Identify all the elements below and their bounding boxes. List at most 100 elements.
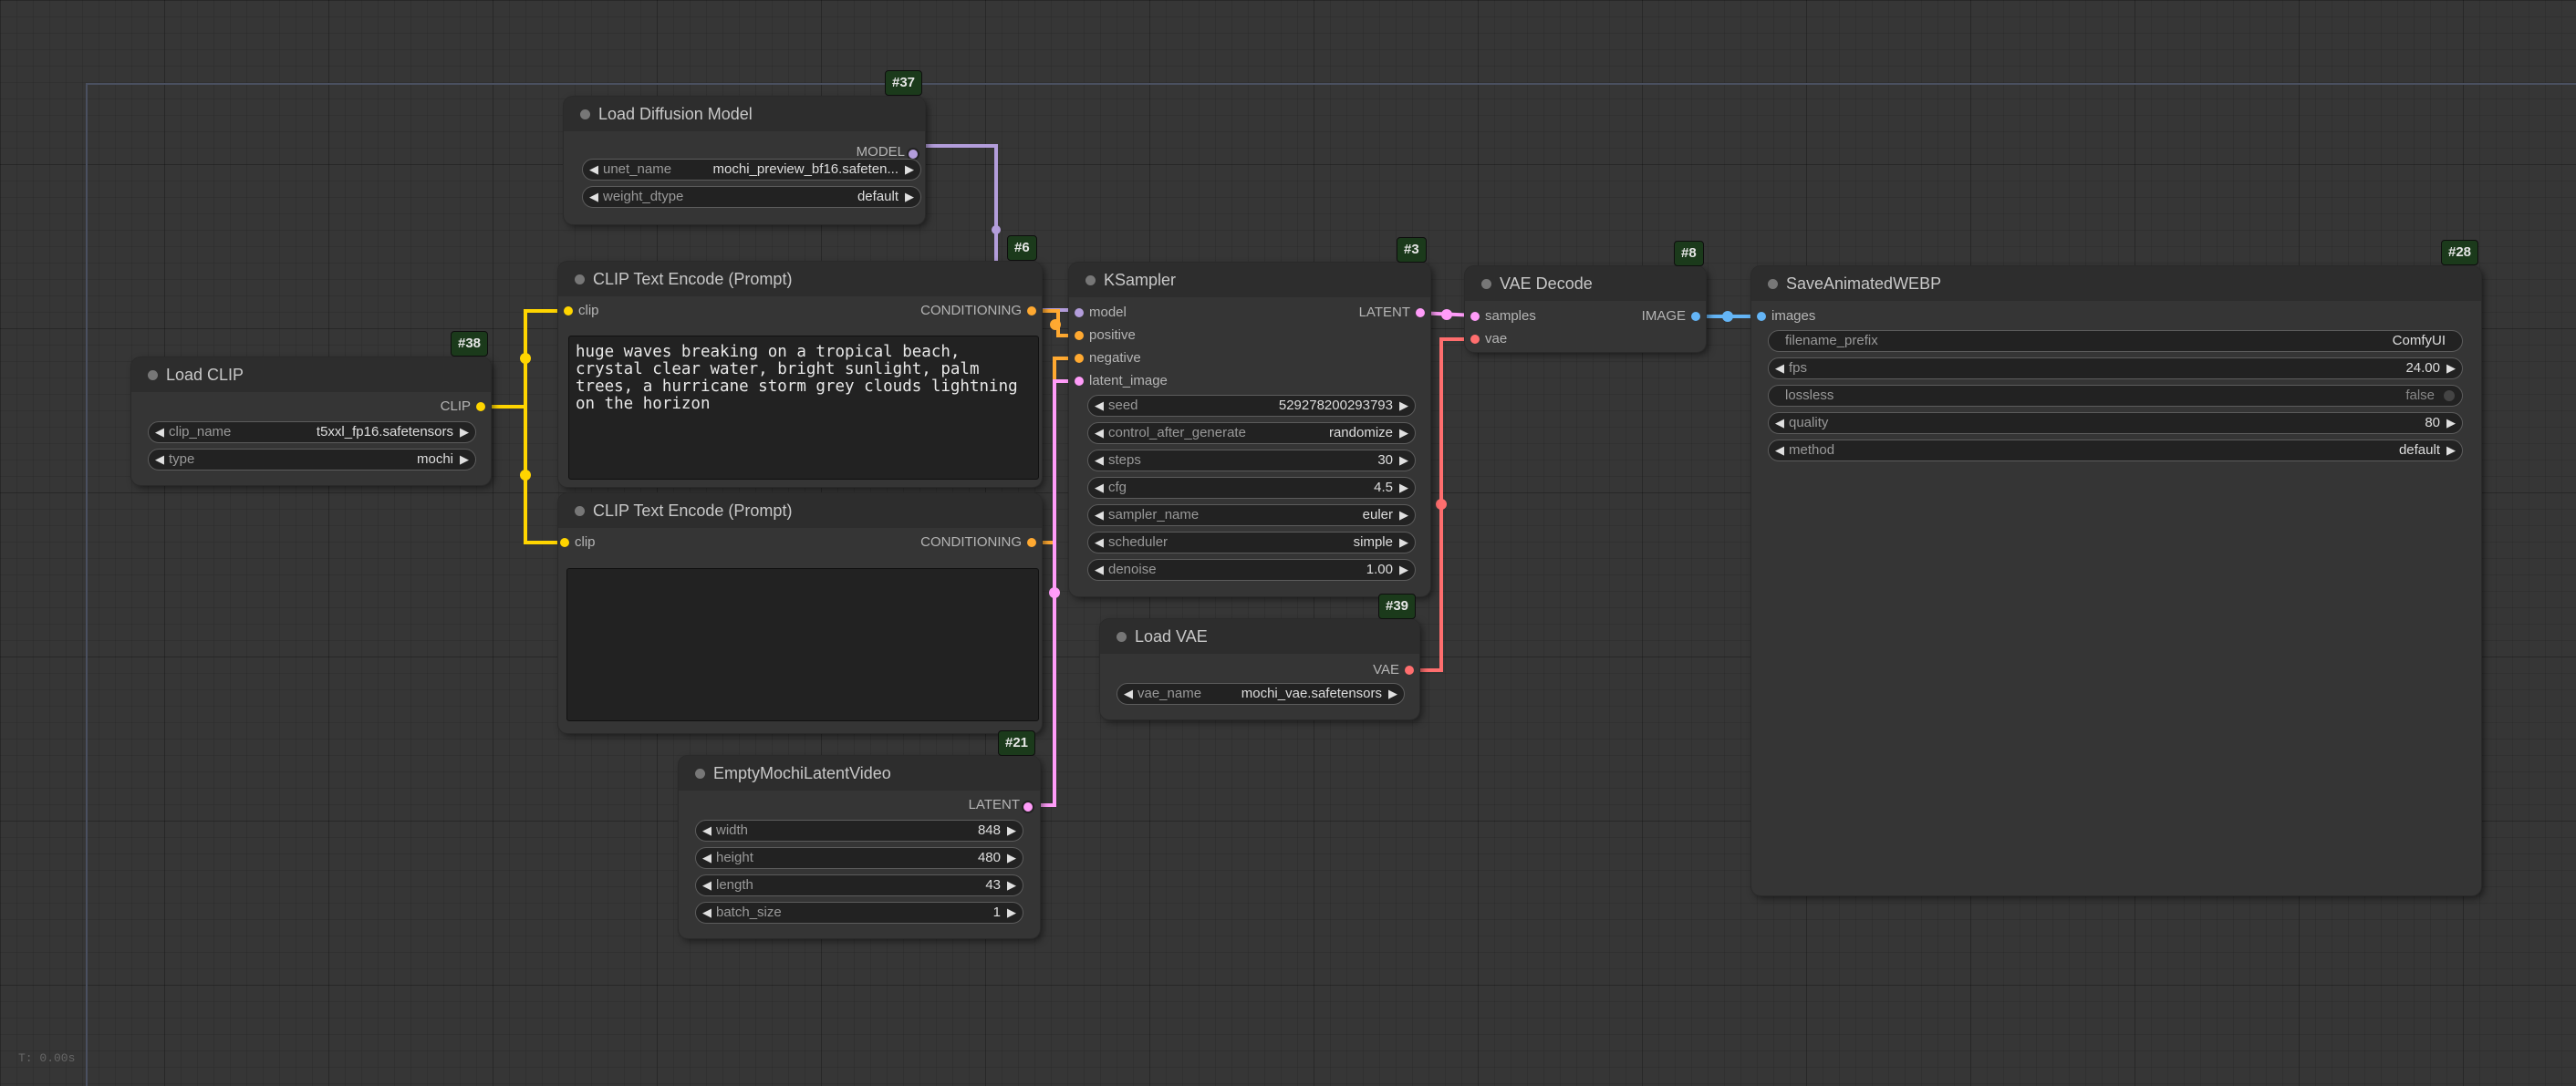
input-images-pin[interactable] [1757,312,1766,321]
arrow-left-icon[interactable]: ◀ [155,425,164,439]
arrow-right-icon[interactable]: ▶ [1399,426,1408,440]
arrow-right-icon[interactable]: ▶ [1399,481,1408,494]
arrow-left-icon[interactable]: ◀ [702,823,712,837]
collapse-dot[interactable] [1481,279,1491,289]
arrow-left-icon[interactable]: ◀ [155,452,164,466]
arrow-left-icon[interactable]: ◀ [1095,453,1104,467]
output-conditioning-pin[interactable] [1027,306,1036,315]
arrow-right-icon[interactable]: ▶ [1399,453,1408,467]
output-image[interactable]: IMAGE [1642,306,1700,326]
arrow-right-icon[interactable]: ▶ [905,190,914,203]
widget-control-after-generate[interactable]: ◀ control_after_generate randomize ▶ [1087,422,1416,444]
widget-unet-name[interactable]: ◀ unet_name mochi_preview_bf16.safeten..… [582,159,921,181]
arrow-right-icon[interactable]: ▶ [1388,687,1397,700]
input-clip-pin[interactable] [564,306,573,315]
widget-type[interactable]: ◀ type mochi ▶ [148,449,476,471]
arrow-right-icon[interactable]: ▶ [905,162,914,176]
widget-length[interactable]: ◀ length 43 ▶ [695,874,1023,896]
arrow-left-icon[interactable]: ◀ [1095,426,1104,440]
input-clip[interactable]: clip [560,533,596,553]
input-negative[interactable]: negative [1075,348,1141,368]
arrow-left-icon[interactable]: ◀ [1775,416,1784,429]
widget-lossless-toggle[interactable]: lossless false [1768,385,2463,407]
output-latent[interactable]: LATENT [969,795,1034,815]
input-images[interactable]: images [1757,306,1815,326]
arrow-left-icon[interactable]: ◀ [589,162,598,176]
input-model-pin[interactable] [1075,308,1084,317]
node-title-bar[interactable]: KSampler [1069,263,1430,297]
widget-cfg[interactable]: ◀ cfg 4.5 ▶ [1087,477,1416,499]
node-title-bar[interactable]: Load CLIP [131,357,491,392]
widget-vae-name[interactable]: ◀ vae_name mochi_vae.safetensors ▶ [1117,683,1405,705]
node-clip-text-encode-negative[interactable]: CLIP Text Encode (Prompt) clip CONDITION… [558,493,1042,733]
arrow-right-icon[interactable]: ▶ [1399,508,1408,522]
arrow-right-icon[interactable]: ▶ [2446,416,2456,429]
collapse-dot[interactable] [1085,275,1096,285]
node-ksampler[interactable]: KSampler model positive negative latent_… [1069,263,1430,596]
arrow-right-icon[interactable]: ▶ [2446,443,2456,457]
node-title-bar[interactable]: EmptyMochiLatentVideo [679,756,1040,791]
widget-fps[interactable]: ◀ fps 24.00 ▶ [1768,357,2463,379]
arrow-left-icon[interactable]: ◀ [1095,481,1104,494]
input-clip-pin[interactable] [560,538,569,547]
output-vae-pin[interactable] [1405,666,1414,675]
node-load-vae[interactable]: Load VAE VAE ◀ vae_name mochi_vae.safete… [1100,619,1419,719]
arrow-left-icon[interactable]: ◀ [1095,535,1104,549]
widget-seed[interactable]: ◀ seed 529278200293793 ▶ [1087,395,1416,417]
collapse-dot[interactable] [575,506,585,516]
arrow-right-icon[interactable]: ▶ [1007,851,1016,864]
input-samples[interactable]: samples [1470,306,1536,326]
node-clip-text-encode-positive[interactable]: CLIP Text Encode (Prompt) clip CONDITION… [558,262,1042,487]
arrow-left-icon[interactable]: ◀ [1095,563,1104,576]
arrow-left-icon[interactable]: ◀ [1095,508,1104,522]
arrow-right-icon[interactable]: ▶ [2446,361,2456,375]
output-conditioning[interactable]: CONDITIONING [920,533,1036,553]
node-title-bar[interactable]: CLIP Text Encode (Prompt) [558,493,1042,528]
arrow-left-icon[interactable]: ◀ [1775,361,1784,375]
input-vae-pin[interactable] [1470,335,1480,344]
output-conditioning[interactable]: CONDITIONING [920,301,1036,321]
node-title-bar[interactable]: SaveAnimatedWEBP [1751,266,2481,301]
collapse-dot[interactable] [695,769,705,779]
widget-scheduler[interactable]: ◀ scheduler simple ▶ [1087,532,1416,553]
input-positive[interactable]: positive [1075,326,1136,346]
node-save-animated-webp[interactable]: SaveAnimatedWEBP images filename_prefix … [1751,266,2481,895]
node-title-bar[interactable]: Load Diffusion Model [564,97,925,131]
widget-sampler-name[interactable]: ◀ sampler_name euler ▶ [1087,504,1416,526]
output-latent-pin[interactable] [1416,308,1425,317]
prompt-textarea[interactable] [566,568,1039,721]
toggle-indicator-icon[interactable] [2444,390,2455,401]
arrow-left-icon[interactable]: ◀ [1124,687,1133,700]
arrow-left-icon[interactable]: ◀ [702,851,712,864]
arrow-left-icon[interactable]: ◀ [589,190,598,203]
output-vae[interactable]: VAE [1373,660,1414,680]
node-title-bar[interactable]: CLIP Text Encode (Prompt) [558,262,1042,296]
collapse-dot[interactable] [1768,279,1778,289]
collapse-dot[interactable] [580,109,590,119]
arrow-right-icon[interactable]: ▶ [1007,878,1016,892]
arrow-right-icon[interactable]: ▶ [1007,823,1016,837]
arrow-right-icon[interactable]: ▶ [460,452,469,466]
widget-method[interactable]: ◀ method default ▶ [1768,440,2463,461]
collapse-dot[interactable] [148,370,158,380]
output-clip[interactable]: CLIP [441,397,485,417]
widget-weight-dtype[interactable]: ◀ weight_dtype default ▶ [582,186,921,208]
node-vae-decode[interactable]: VAE Decode samples vae IMAGE [1465,266,1706,352]
node-title-bar[interactable]: VAE Decode [1465,266,1706,301]
input-positive-pin[interactable] [1075,331,1084,340]
input-model[interactable]: model [1075,303,1127,323]
output-clip-pin[interactable] [476,402,485,411]
input-vae[interactable]: vae [1470,329,1507,349]
input-samples-pin[interactable] [1470,312,1480,321]
output-latent-pin[interactable] [1022,801,1034,813]
arrow-right-icon[interactable]: ▶ [1399,563,1408,576]
arrow-left-icon[interactable]: ◀ [1775,443,1784,457]
widget-batch-size[interactable]: ◀ batch_size 1 ▶ [695,902,1023,924]
output-conditioning-pin[interactable] [1027,538,1036,547]
input-latent-image-pin[interactable] [1075,377,1084,386]
widget-denoise[interactable]: ◀ denoise 1.00 ▶ [1087,559,1416,581]
widget-filename-prefix[interactable]: filename_prefix ComfyUI [1768,330,2463,352]
collapse-dot[interactable] [1117,632,1127,642]
widget-clip-name[interactable]: ◀ clip_name t5xxl_fp16.safetensors ▶ [148,421,476,443]
input-latent-image[interactable]: latent_image [1075,371,1168,391]
